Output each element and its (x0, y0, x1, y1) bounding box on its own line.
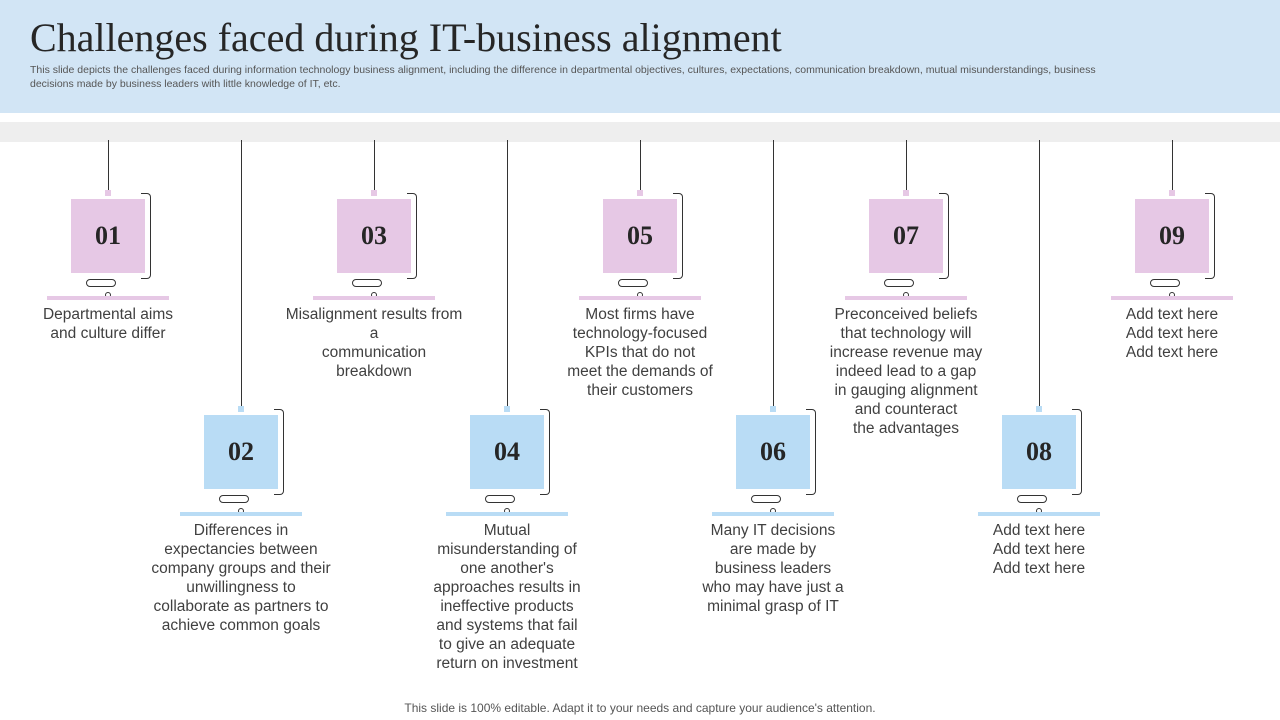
hanging-line (773, 140, 774, 407)
cable (407, 193, 417, 279)
cable-loop (352, 279, 382, 287)
item-number: 02 (228, 437, 254, 466)
number-box: 04 (470, 415, 544, 489)
number-box: 07 (869, 199, 943, 273)
shelf-bar (313, 296, 435, 300)
hanging-line (906, 140, 907, 191)
number-box: 09 (1135, 199, 1209, 273)
item-number: 07 (893, 221, 919, 250)
shelf-bar (180, 512, 302, 516)
item-number: 01 (95, 221, 121, 250)
shelf-bar (845, 296, 967, 300)
hanging-line (241, 140, 242, 407)
item-description: Differences in expectancies between comp… (151, 522, 331, 634)
item-description: Mutual misunderstanding of one another's… (433, 522, 581, 672)
item-description: Add text here Add text here Add text her… (992, 522, 1086, 577)
cable-loop (1150, 279, 1180, 287)
shelf-bar (1111, 296, 1233, 300)
item-number: 03 (361, 221, 387, 250)
cable (540, 409, 550, 495)
item-number: 09 (1159, 221, 1185, 250)
item-number: 06 (760, 437, 786, 466)
connector-dot (238, 406, 244, 412)
divider-band (0, 122, 1280, 142)
cable (1205, 193, 1215, 279)
connector-dot (1036, 406, 1042, 412)
hanging-line (507, 140, 508, 407)
number-box: 06 (736, 415, 810, 489)
number-box: 05 (603, 199, 677, 273)
shelf-bar (579, 296, 701, 300)
item-description: Misalignment results from a communicatio… (285, 306, 463, 380)
item-number: 08 (1026, 437, 1052, 466)
cable-loop (485, 495, 515, 503)
number-box: 08 (1002, 415, 1076, 489)
connector-dot (504, 406, 510, 412)
cable (274, 409, 284, 495)
connector-dot (770, 406, 776, 412)
header-banner: Challenges faced during IT-business alig… (0, 0, 1280, 113)
page-title: Challenges faced during IT-business alig… (30, 15, 782, 60)
connector-dot (637, 190, 643, 196)
cable (939, 193, 949, 279)
item-number: 05 (627, 221, 653, 250)
item-description: Most firms have technology-focused KPIs … (567, 306, 713, 399)
item-description: Preconceived beliefs that technology wil… (829, 306, 983, 437)
cable (806, 409, 816, 495)
hanging-line (1172, 140, 1173, 191)
connector-dot (105, 190, 111, 196)
hanging-line (374, 140, 375, 191)
shelf-bar (446, 512, 568, 516)
connector-dot (1169, 190, 1175, 196)
page-subtitle: This slide depicts the challenges faced … (30, 64, 1096, 90)
shelf-bar (47, 296, 169, 300)
number-box: 03 (337, 199, 411, 273)
footer-note: This slide is 100% editable. Adapt it to… (404, 701, 876, 715)
item-number: 04 (494, 437, 520, 466)
connector-dot (371, 190, 377, 196)
cable-loop (884, 279, 914, 287)
hanging-line (108, 140, 109, 191)
item-description: Many IT decisions are made by business l… (702, 522, 844, 615)
cable-loop (219, 495, 249, 503)
number-box: 01 (71, 199, 145, 273)
hanging-line (640, 140, 641, 191)
cable-loop (751, 495, 781, 503)
cable-loop (86, 279, 116, 287)
shelf-bar (712, 512, 834, 516)
hanging-line (1039, 140, 1040, 407)
shelf-bar (978, 512, 1100, 516)
cable (673, 193, 683, 279)
item-description: Departmental aims and culture differ (42, 306, 174, 342)
number-box: 02 (204, 415, 278, 489)
connector-dot (903, 190, 909, 196)
cable (141, 193, 151, 279)
cable-loop (618, 279, 648, 287)
item-description: Add text here Add text here Add text her… (1125, 306, 1219, 361)
cable (1072, 409, 1082, 495)
cable-loop (1017, 495, 1047, 503)
